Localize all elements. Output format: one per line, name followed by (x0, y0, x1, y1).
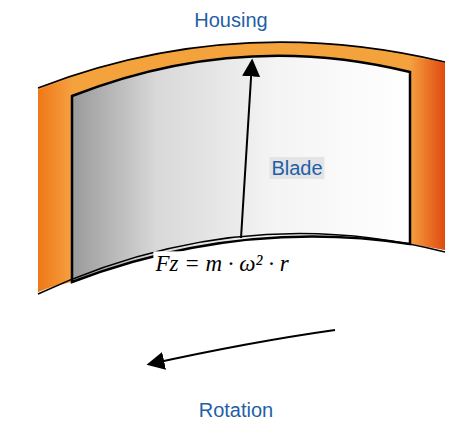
hub-arc (38, 233, 445, 294)
housing-band (38, 42, 445, 292)
rotation-arrow (150, 330, 335, 364)
blade-label: Blade (269, 157, 324, 179)
rotation-label: Rotation (199, 399, 274, 421)
housing-label: Housing (194, 9, 267, 31)
right-seal (410, 57, 445, 250)
force-arrow (241, 62, 252, 238)
blade-shape (72, 56, 410, 282)
housing-arc (38, 42, 445, 88)
force-formula: Fz = m · ω² · r (153, 251, 290, 276)
left-seal (38, 78, 72, 292)
